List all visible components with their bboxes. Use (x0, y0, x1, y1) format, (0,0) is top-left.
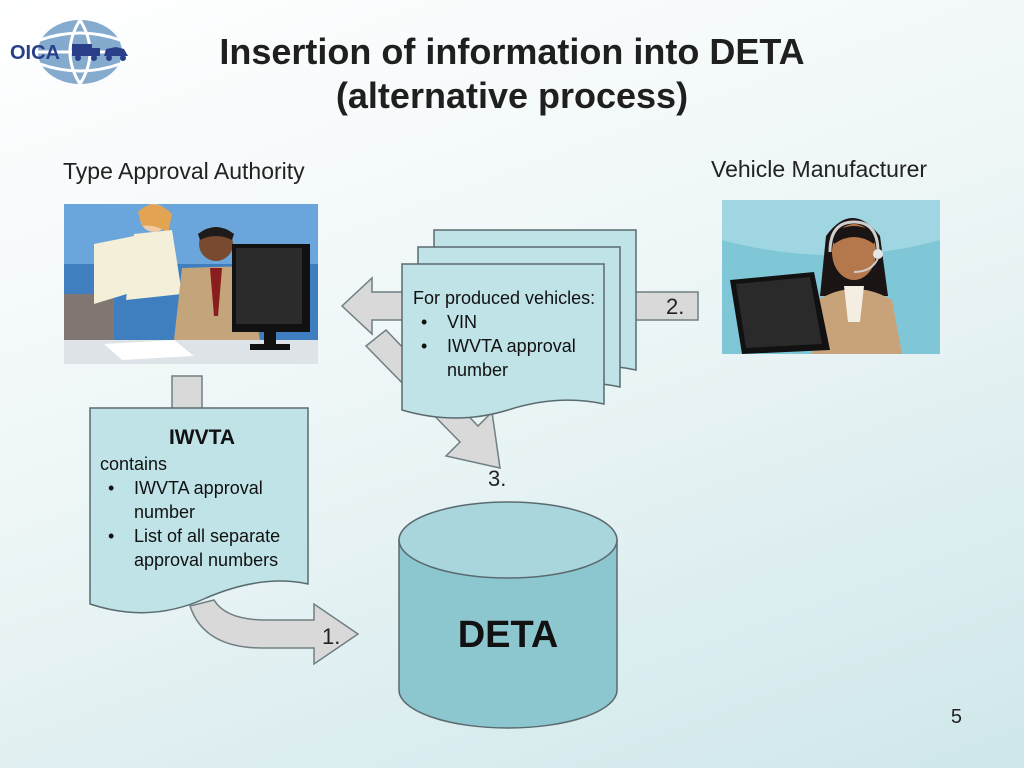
vehicle-manufacturer-label: Vehicle Manufacturer (711, 156, 928, 182)
slide-title: Insertion of information into DETA (alte… (150, 30, 874, 118)
list-item: IWVTA approval number (413, 334, 599, 382)
step-3-label: 3. (488, 466, 507, 491)
car-icon (104, 47, 128, 61)
step-2-label: 2. (666, 294, 685, 319)
page-number: 5 (950, 706, 962, 728)
title-line-2: (alternative process) (335, 75, 689, 116)
authority-connector (171, 375, 203, 411)
authority-illustration (64, 204, 318, 364)
produced-vehicles-intro: For produced vehicles: (413, 288, 596, 308)
title-line-1: Insertion of information into DETA (219, 31, 805, 72)
iwvta-heading: IWVTA (168, 426, 236, 449)
list-item: IWVTA approval number (100, 476, 304, 524)
produced-vehicles-text: For produced vehicles: VIN IWVTA approva… (413, 286, 599, 382)
truck-icon (72, 44, 100, 61)
step-1-label: 1. (322, 624, 341, 649)
deta-label: DETA (457, 614, 559, 656)
list-item: VIN (413, 310, 599, 334)
svg-text:OICA: OICA (10, 42, 60, 64)
list-item: List of all separate approval numbers (100, 524, 304, 572)
iwvta-text: IWVTA contains IWVTA approval number Lis… (100, 424, 304, 572)
manufacturer-illustration (722, 200, 940, 354)
type-approval-authority-label: Type Approval Authority (63, 158, 305, 184)
iwvta-intro: contains (100, 454, 168, 474)
oica-logo: OICA (8, 18, 138, 86)
